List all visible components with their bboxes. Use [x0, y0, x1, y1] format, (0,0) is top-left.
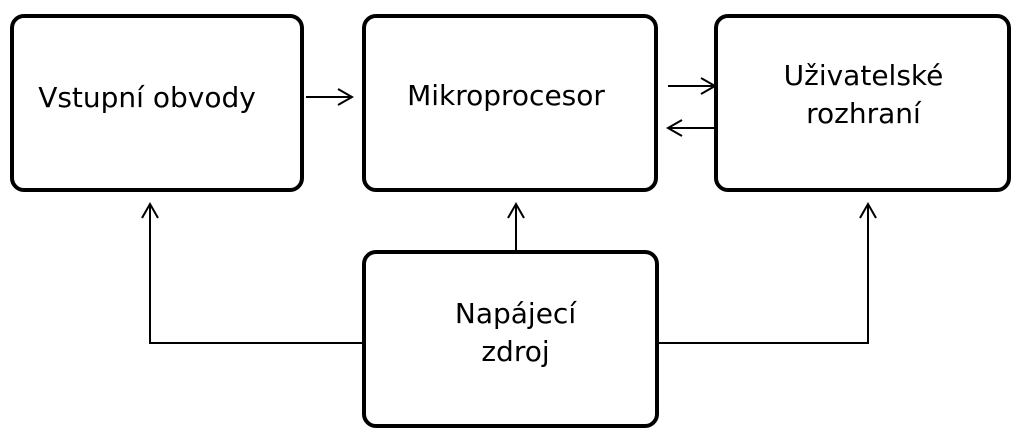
power-supply-label: Napájecí zdroj [454, 297, 577, 368]
microprocessor-label: Mikroprocesor [407, 79, 605, 112]
power-supply-block: Napájecí zdroj [362, 250, 659, 428]
arrow-microprocessor-to-user-interface [668, 77, 718, 95]
microprocessor-block: Mikroprocesor [362, 14, 658, 192]
input-circuits-block: Vstupní obvody [10, 14, 304, 192]
user-interface-block: Uživatelské rozhraní [714, 14, 1011, 192]
arrow-input-to-microprocessor [306, 88, 355, 106]
arrow-power-supply-to-user-interface [659, 201, 877, 344]
arrow-user-interface-to-microprocessor [665, 119, 714, 137]
arrow-power-supply-to-microprocessor [507, 201, 525, 250]
user-interface-label: Uživatelské rozhraní [783, 59, 944, 130]
input-circuits-label: Vstupní obvody [38, 81, 256, 114]
arrow-power-supply-to-input [141, 201, 362, 344]
